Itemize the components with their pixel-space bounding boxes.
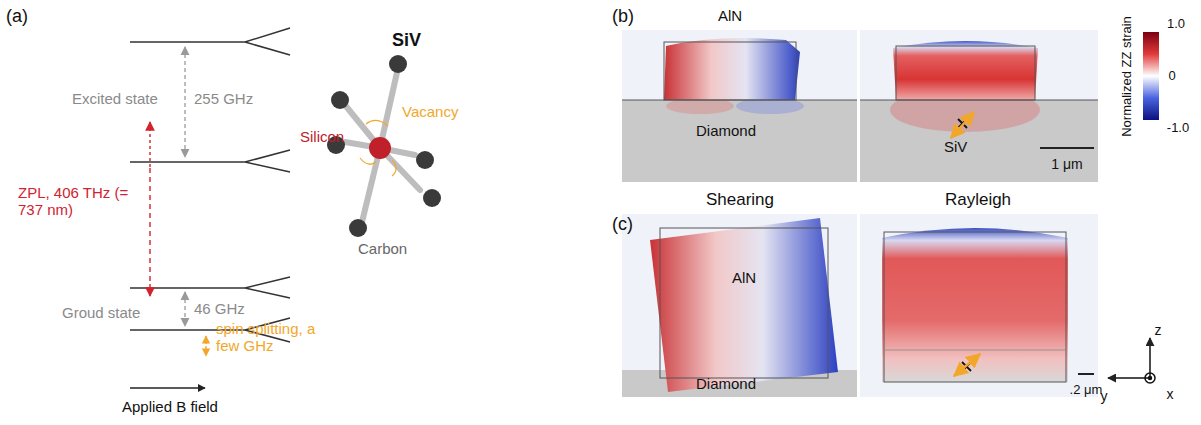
spin-label: spin splitting, a few GHz — [216, 320, 334, 355]
shearing-sim-c — [622, 214, 857, 397]
panel-letter: (b) — [612, 6, 634, 27]
field-label: Applied B field — [122, 398, 218, 415]
panel-letter: (a) — [6, 6, 28, 27]
energy-levels — [130, 28, 290, 342]
spin-arrow — [205, 336, 206, 356]
mode-label: Shearing — [706, 190, 774, 210]
state-label: Groud state — [62, 304, 140, 321]
atom-label: Silicon — [300, 128, 344, 145]
rayleigh-sim-b — [860, 30, 1098, 182]
colorbar-title: Normalized ZZ strain — [1120, 16, 1135, 137]
rayleigh-sim-c — [860, 214, 1098, 397]
axis-label: z — [1155, 322, 1162, 338]
tick-label: 0 — [1168, 69, 1175, 84]
tick-label: -1.0 — [1167, 121, 1189, 136]
material-label: Diamond — [696, 375, 756, 392]
zpl-arrow — [149, 284, 150, 296]
axes-icon — [1108, 338, 1155, 383]
material-label: Diamond — [696, 122, 756, 139]
siv-molecule — [327, 55, 441, 237]
defect-name: SiV — [392, 30, 421, 51]
mode-label: Rayleigh — [945, 190, 1011, 210]
axis-label: y — [1101, 388, 1108, 404]
zpl-label: ZPL, 406 THz (= 737 nm) — [18, 184, 130, 219]
state-label: Excited state — [72, 90, 158, 107]
zpl-line — [149, 168, 150, 284]
splitting-arrow — [184, 292, 185, 326]
splitting-arrow — [184, 47, 185, 157]
material-label: AlN — [732, 269, 756, 286]
material-label: AlN — [718, 7, 742, 24]
atom-label: Carbon — [358, 240, 407, 257]
shearing-sim-b — [622, 30, 857, 182]
vacancy-label: Vacancy — [402, 103, 458, 120]
scale-label: 1 μm — [1051, 156, 1082, 172]
frequency-label: 255 GHz — [194, 90, 253, 107]
tick-label: 1.0 — [1167, 17, 1185, 32]
zpl-arrow — [149, 122, 150, 168]
scale-label: .2 μm — [1070, 383, 1103, 398]
axis-label: x — [1167, 386, 1174, 402]
panel-letter: (c) — [612, 214, 633, 235]
frequency-label: 46 GHz — [194, 300, 245, 317]
defect-name: SiV — [944, 138, 967, 155]
colorbar — [1143, 32, 1159, 120]
field-arrow — [130, 387, 205, 388]
